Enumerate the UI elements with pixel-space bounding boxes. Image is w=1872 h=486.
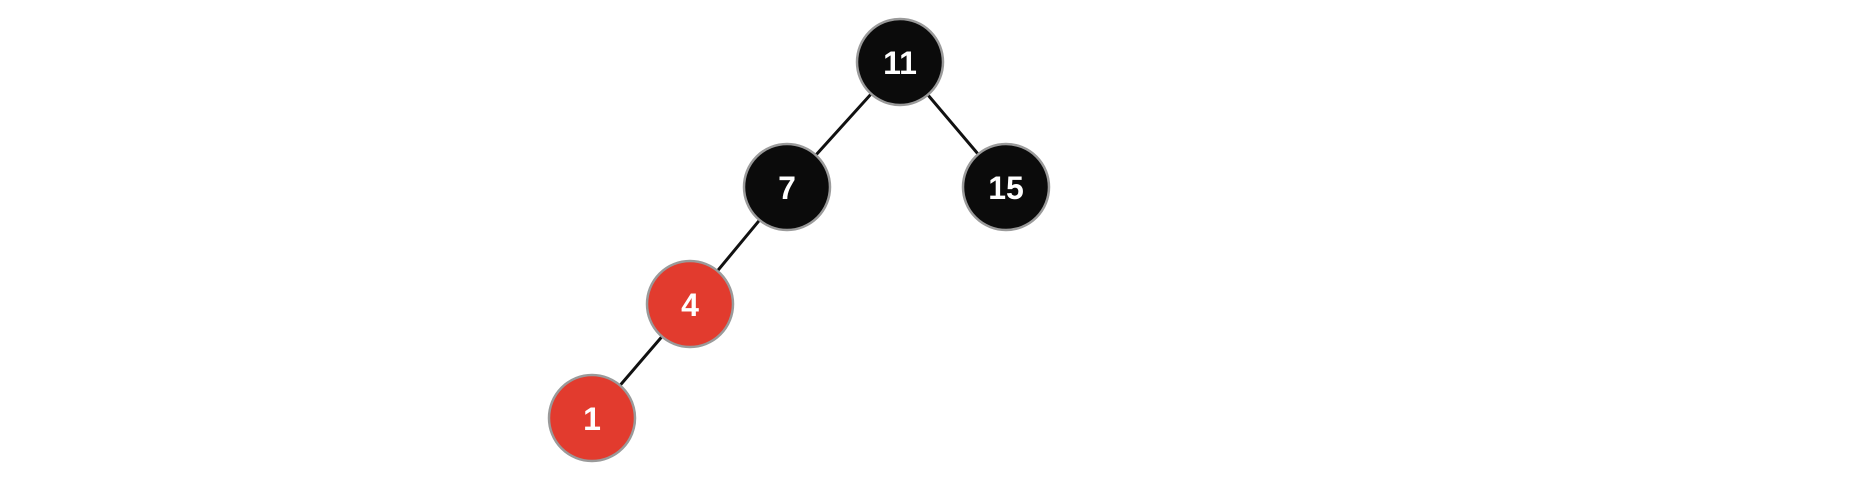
- tree-node-circle-1: [547, 373, 637, 463]
- tree-node-circle-15: [961, 142, 1051, 232]
- tree-node-7: 7: [742, 142, 832, 232]
- tree-node-label-4: 4: [681, 287, 699, 323]
- tree-node-circle-4: [645, 259, 735, 349]
- tree-node-4: 4: [645, 259, 735, 349]
- tree-node-15: 15: [961, 142, 1051, 232]
- tree-node-label-1: 1: [583, 401, 601, 437]
- tree-node-1: 1: [547, 373, 637, 463]
- tree-node-label-11: 11: [883, 45, 917, 81]
- tree-node-label-7: 7: [778, 170, 796, 206]
- tree-node-11: 11: [855, 17, 945, 107]
- tree-node-circle-7: [742, 142, 832, 232]
- tree-node-circle-11: [855, 17, 945, 107]
- tree-node-label-15: 15: [988, 170, 1024, 206]
